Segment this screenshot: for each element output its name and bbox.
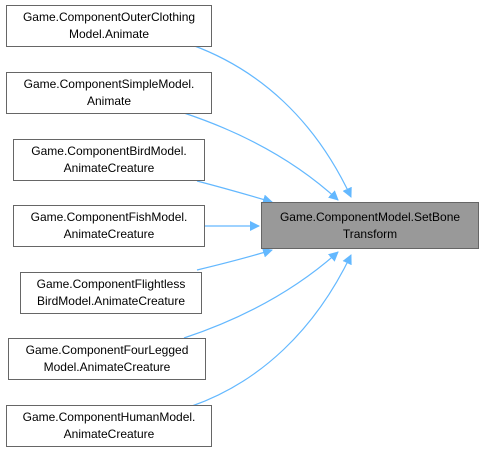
edge-simple-model bbox=[183, 112, 339, 201]
node-flightless-bird-animate-creature[interactable]: Game.ComponentFlightless BirdModel.Anima… bbox=[20, 272, 202, 314]
edge-four-legged bbox=[183, 251, 339, 339]
node-set-bone-transform[interactable]: Game.ComponentModel.SetBone Transform bbox=[261, 202, 479, 249]
node-label-line2: Animate bbox=[86, 94, 132, 108]
node-label-line1: Game.ComponentFishModel. bbox=[30, 210, 188, 224]
node-fish-model-animate-creature[interactable]: Game.ComponentFishModel. AnimateCreature bbox=[13, 205, 205, 247]
node-label-line1: Game.ComponentFourLegged bbox=[25, 343, 189, 357]
node-label-line2: BirdModel.AnimateCreature bbox=[36, 294, 186, 308]
node-label-line2: AnimateCreature bbox=[63, 227, 155, 241]
node-label-line2: Model.Animate bbox=[68, 27, 150, 41]
node-label-line1: Game.ComponentHumanModel. bbox=[22, 410, 196, 424]
node-label-line2: AnimateCreature bbox=[63, 161, 155, 175]
edge-outer-clothing bbox=[191, 44, 352, 198]
edge-flightless-bird bbox=[196, 247, 273, 271]
node-label-line1: Game.ComponentSimpleModel. bbox=[23, 77, 195, 91]
node-label-line1: Game.ComponentOuterClothing bbox=[22, 10, 196, 24]
node-simple-model-animate[interactable]: Game.ComponentSimpleModel. Animate bbox=[6, 72, 212, 114]
node-human-model-animate-creature[interactable]: Game.ComponentHumanModel. AnimateCreatur… bbox=[6, 405, 212, 447]
node-label-line1: Game.ComponentModel.SetBone bbox=[279, 209, 461, 224]
node-bird-model-animate-creature[interactable]: Game.ComponentBirdModel. AnimateCreature bbox=[13, 139, 205, 181]
node-label-line1: Game.ComponentFlightless bbox=[36, 277, 186, 291]
edge-human-model bbox=[191, 254, 352, 407]
node-label-line2: Transform bbox=[342, 226, 398, 241]
node-label-line2: Model.AnimateCreature bbox=[43, 360, 171, 374]
node-label-line1: Game.ComponentBirdModel. bbox=[31, 144, 187, 158]
node-four-legged-animate-creature[interactable]: Game.ComponentFourLegged Model.AnimateCr… bbox=[8, 338, 206, 380]
edge-bird-model bbox=[196, 180, 273, 205]
node-outer-clothing-animate[interactable]: Game.ComponentOuterClothing Model.Animat… bbox=[6, 5, 212, 47]
node-label-line2: AnimateCreature bbox=[63, 427, 155, 441]
